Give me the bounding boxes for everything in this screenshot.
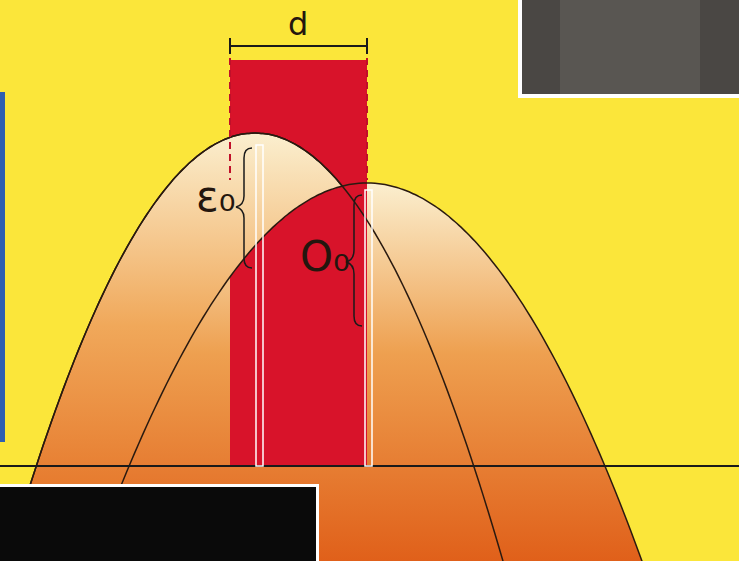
brace — [236, 148, 252, 268]
dashed-guide — [229, 46, 231, 180]
height-label: ε₀ — [196, 176, 236, 218]
height-bar — [256, 145, 263, 466]
height-label: O₀ — [300, 236, 350, 278]
dark-panel — [0, 487, 316, 561]
dimension-line — [230, 45, 367, 47]
red-band-inner — [230, 60, 367, 466]
red-band — [230, 60, 367, 466]
photo-frame — [518, 0, 739, 98]
edge-strip — [0, 92, 5, 442]
dimension-label: d — [288, 8, 308, 40]
dashed-guide — [366, 46, 368, 180]
photo — [522, 0, 739, 94]
photo-figure — [560, 0, 700, 94]
panel-frame — [0, 484, 319, 561]
dimension-tick — [229, 38, 231, 54]
dimension-tick — [366, 38, 368, 54]
height-bar — [365, 190, 372, 466]
